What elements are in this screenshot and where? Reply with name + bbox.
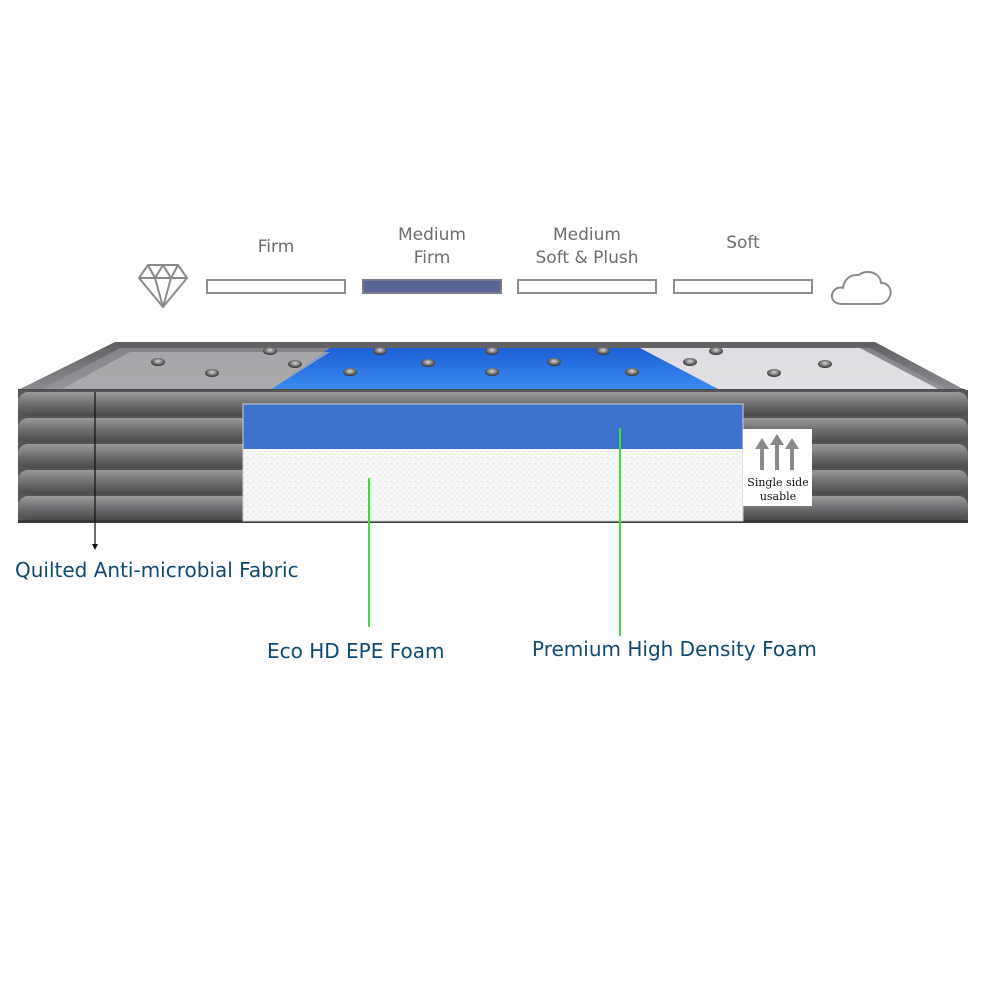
firmness-bar-soft [673,279,813,294]
firmness-label-medium-firm: Medium Firm [398,225,466,268]
callout-fabric: Quilted Anti-microbial Fabric [15,558,299,582]
single-side-badge [743,429,812,506]
high-density-foam-layer [243,404,743,449]
firmness-bar-medium-firm-selected [362,279,502,294]
leader-lines [92,392,621,636]
firmness-bar-medium-soft [517,279,657,294]
cloud-icon [830,270,892,305]
callout-epe-foam: Eco HD EPE Foam [267,639,445,663]
firmness-label-medium-soft: Medium Soft & Plush [535,225,639,268]
firmness-bar-firm [206,279,346,294]
single-side-badge-text: Single side usable [747,476,809,503]
mattress-cutaway [242,403,744,522]
mattress-tufts [151,347,832,377]
diamond-icon [138,264,188,308]
firmness-label-firm: Firm [257,237,295,257]
up-arrows-icon [755,434,799,470]
firmness-label-soft: Soft [726,233,760,253]
epe-foam-layer [243,449,743,521]
callout-hd-foam: Premium High Density Foam [532,637,817,661]
